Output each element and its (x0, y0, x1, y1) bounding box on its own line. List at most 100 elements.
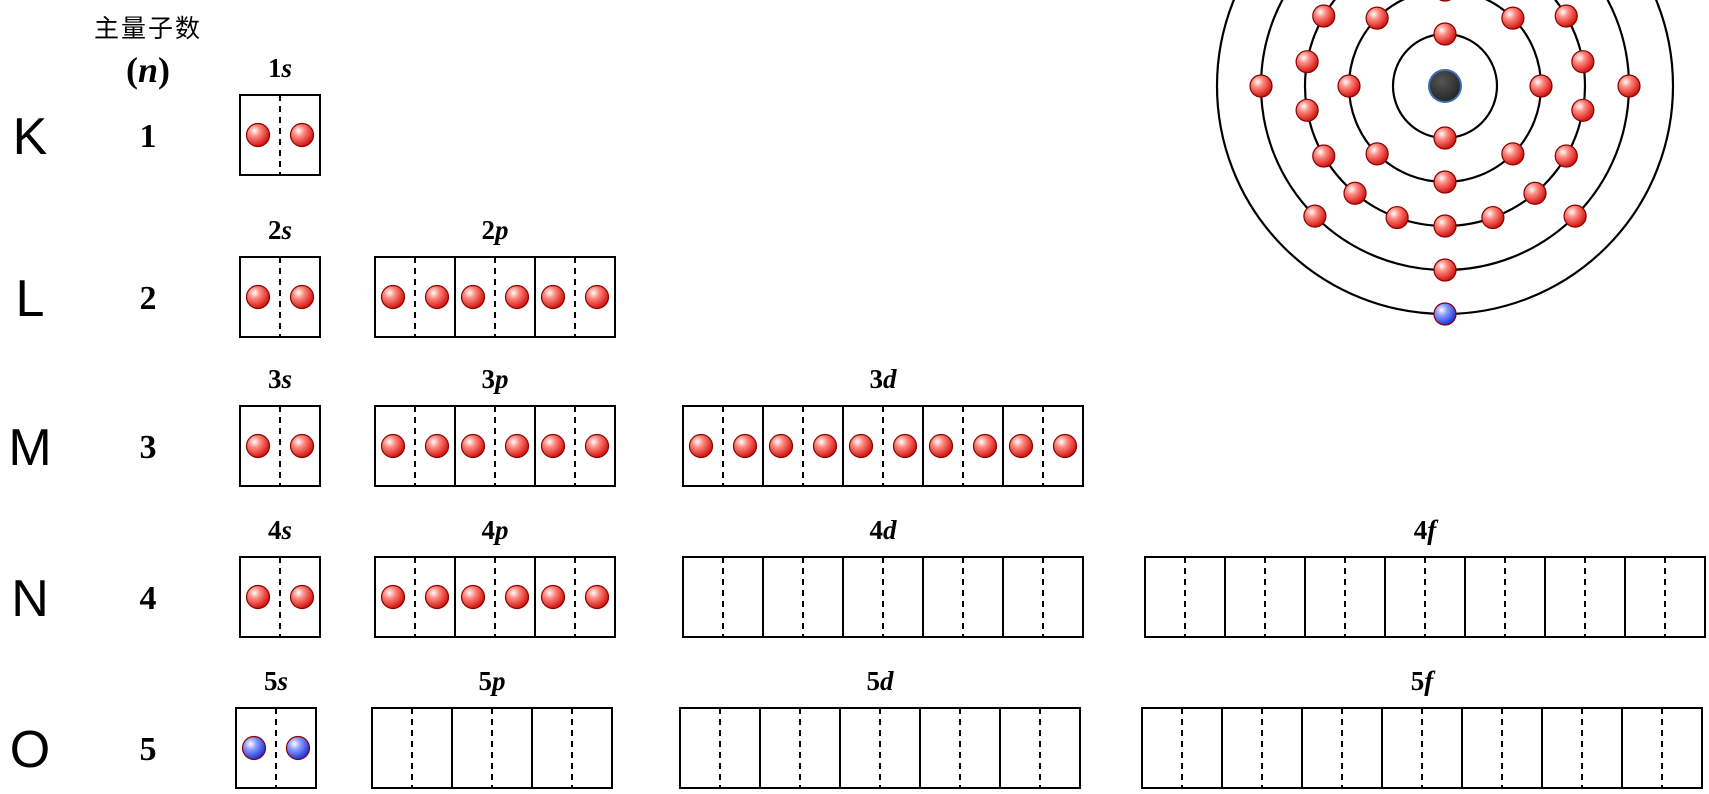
electron (1343, 181, 1367, 205)
subshell-5d: 5d (679, 666, 1081, 789)
electron (1295, 50, 1319, 74)
electron (1571, 98, 1595, 122)
shell-letter: M (8, 419, 51, 477)
electron (1523, 181, 1547, 205)
electron (460, 284, 486, 310)
electron (285, 735, 311, 761)
subshell-3d: 3d (682, 364, 1084, 487)
bohr-model (1215, 0, 1675, 326)
electron (540, 584, 566, 610)
electron (245, 584, 271, 610)
electron (1303, 204, 1327, 228)
electron (289, 433, 315, 459)
electron (241, 735, 267, 761)
subshell-4d: 4d (682, 515, 1084, 638)
electron (1439, 0, 1451, 2)
subshell-label: 3s (268, 364, 292, 394)
electron (1312, 144, 1336, 168)
subshell-3p: 3p (374, 364, 616, 487)
electron (1571, 50, 1595, 74)
principal-quantum-number: 5 (140, 731, 157, 768)
subshell-label: 5p (479, 666, 506, 696)
subshell-label: 4d (870, 515, 898, 545)
electron (540, 284, 566, 310)
electron (504, 433, 530, 459)
electron (380, 284, 406, 310)
electron (1563, 204, 1587, 228)
electron (424, 284, 450, 310)
electron (1008, 433, 1034, 459)
electron (1295, 98, 1319, 122)
shell-letter: L (16, 270, 45, 328)
shell-row-k: K 1 1s (13, 53, 321, 176)
electron (584, 433, 610, 459)
electron (1433, 258, 1457, 282)
electron (289, 284, 315, 310)
subshell-label: 4s (268, 515, 292, 545)
shell-letter: O (10, 721, 50, 779)
electron (1501, 6, 1525, 30)
subshell-5s: 5s (235, 666, 317, 789)
n-label: (n) (126, 50, 170, 90)
electron (1433, 302, 1457, 326)
subshell-label: 5d (867, 666, 895, 696)
electron (1052, 433, 1078, 459)
subshell-label: 2p (482, 215, 509, 245)
electron (1365, 6, 1389, 30)
electron (460, 433, 486, 459)
electron (1337, 74, 1361, 98)
electron (1617, 74, 1641, 98)
subshell-label: 4f (1414, 515, 1440, 545)
electron (848, 433, 874, 459)
subshell-1s: 1s (239, 53, 321, 176)
subshell-4s: 4s (239, 515, 321, 638)
electron (1433, 126, 1457, 150)
electron (768, 433, 794, 459)
quantum-number-header: 主量子数 (94, 14, 202, 43)
electron (972, 433, 998, 459)
electron (1312, 4, 1336, 28)
electron (424, 584, 450, 610)
electron (732, 433, 758, 459)
electron (1433, 214, 1457, 238)
electron (1249, 74, 1273, 98)
electron (1433, 170, 1457, 194)
subshell-5p: 5p (371, 666, 613, 789)
subshell-3s: 3s (239, 364, 321, 487)
electron (1365, 142, 1389, 166)
electron (380, 433, 406, 459)
electron (1554, 4, 1578, 28)
electron (1481, 205, 1505, 230)
electron (584, 584, 610, 610)
electron (1385, 205, 1409, 230)
subshell-5f: 5f (1141, 666, 1703, 789)
subshell-label: 3d (870, 364, 898, 394)
electron (812, 433, 838, 459)
electron (1554, 144, 1578, 168)
electron (245, 122, 271, 148)
principal-quantum-number: 1 (140, 118, 157, 155)
electron (892, 433, 918, 459)
subshell-4p: 4p (374, 515, 616, 638)
principal-quantum-number: 2 (140, 280, 157, 317)
subshell-label: 5f (1411, 666, 1437, 696)
electron (245, 433, 271, 459)
principal-quantum-number: 4 (140, 580, 157, 617)
electron (540, 433, 566, 459)
electron (380, 584, 406, 610)
electron (1501, 142, 1525, 166)
subshell-4f: 4f (1144, 515, 1706, 638)
electron (928, 433, 954, 459)
subshell-2p: 2p (374, 215, 616, 338)
electron (424, 433, 450, 459)
subshell-label: 4p (482, 515, 509, 545)
electron (1433, 22, 1457, 46)
subshell-label: 3p (482, 364, 509, 394)
electron (289, 584, 315, 610)
shell-letter: K (13, 108, 48, 166)
